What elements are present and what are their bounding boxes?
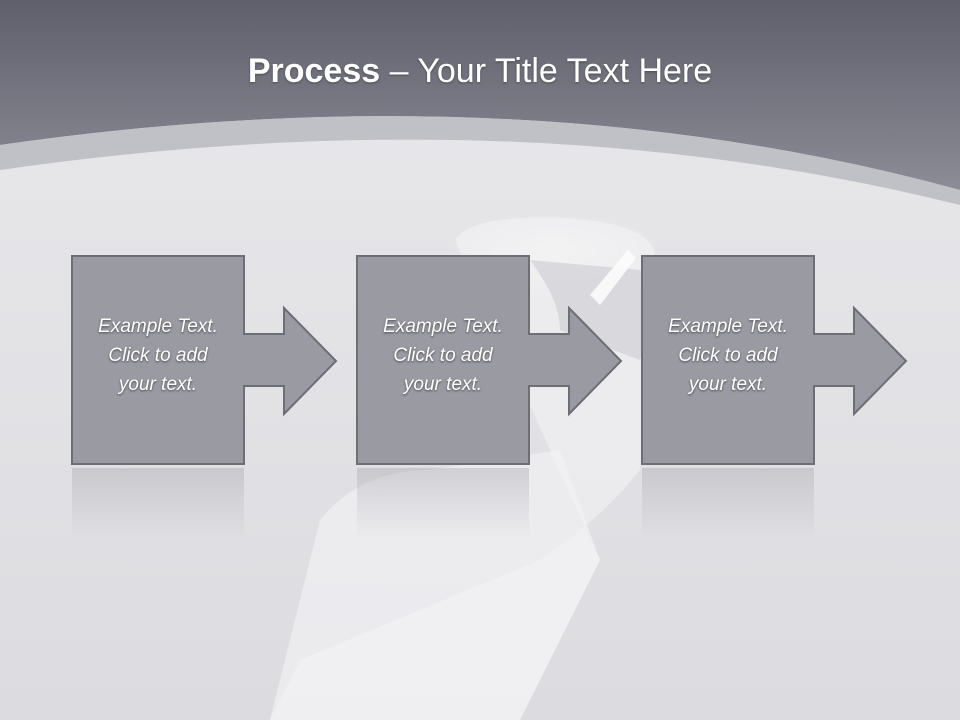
step-line-2: Click to add	[678, 345, 778, 366]
step-text[interactable]: Example Text. Click to add your text.	[642, 312, 814, 399]
title-rest: – Your Title Text Here	[380, 52, 713, 90]
step-arrow-shape	[356, 255, 623, 538]
step-line-1: Example Text.	[668, 316, 788, 337]
step-line-3: your text.	[403, 374, 483, 395]
slide-title[interactable]: Process – Your Title Text Here	[0, 52, 960, 91]
step-arrow-shape	[641, 255, 908, 538]
step-text[interactable]: Example Text. Click to add your text.	[72, 312, 244, 399]
header-band	[0, 0, 960, 190]
step-line-1: Example Text.	[98, 316, 218, 337]
step-line-1: Example Text.	[383, 316, 503, 337]
process-step-3[interactable]: Example Text. Click to add your text.	[641, 255, 960, 556]
process-step-1[interactable]: Example Text. Click to add your text.	[71, 255, 412, 556]
title-strong: Process	[247, 52, 381, 90]
header-swoosh	[0, 116, 960, 205]
process-step-2[interactable]: Example Text. Click to add your text.	[356, 255, 697, 556]
step-line-3: your text.	[118, 374, 198, 395]
step-line-3: your text.	[688, 374, 768, 395]
step-line-2: Click to add	[393, 345, 493, 366]
step-line-2: Click to add	[108, 345, 208, 366]
step-arrow-shape	[71, 255, 338, 538]
step-text[interactable]: Example Text. Click to add your text.	[357, 312, 529, 399]
